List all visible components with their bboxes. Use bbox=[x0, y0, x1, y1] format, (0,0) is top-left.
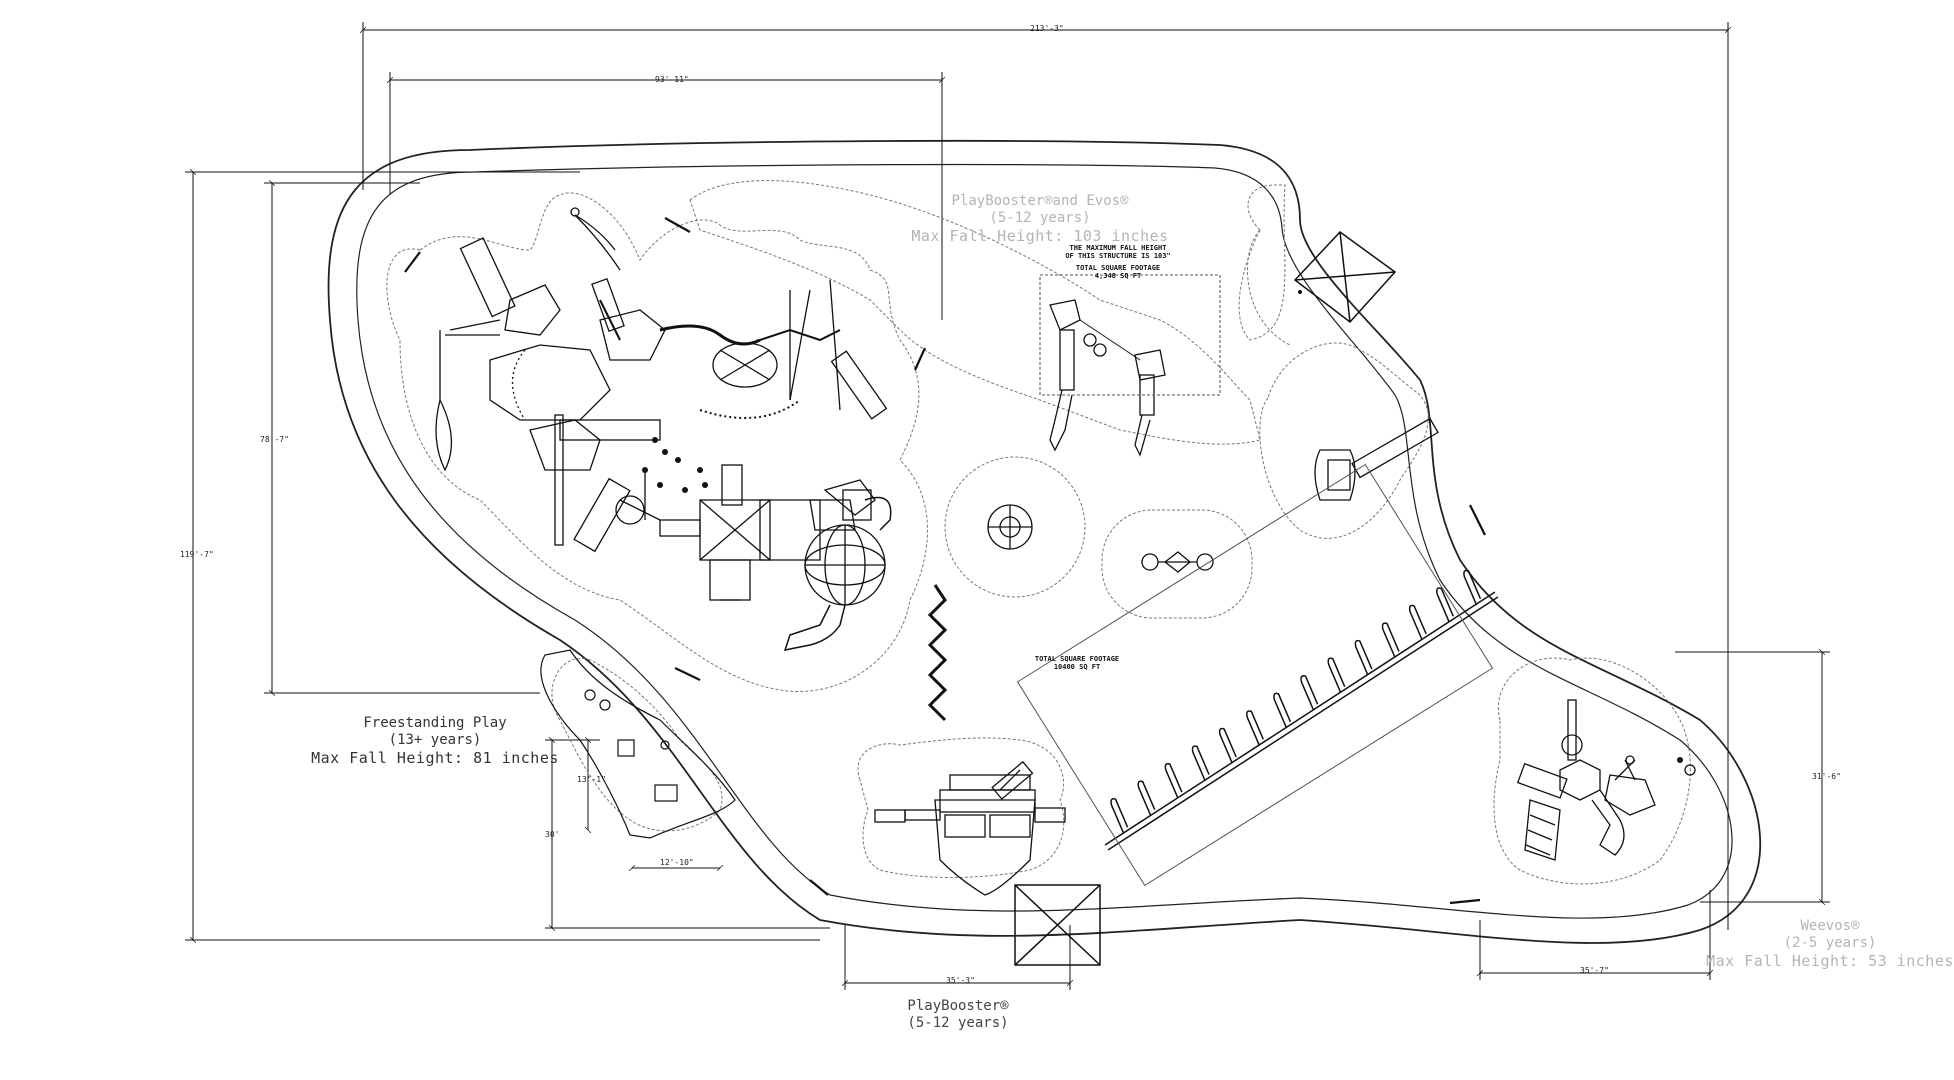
dim-right-height: 31'-6" bbox=[1812, 772, 1841, 781]
note-line: 4,348 SQ FT bbox=[1094, 272, 1142, 281]
zone-label-weevos: Weevos® (2-5 years) Max Fall Height: 53 … bbox=[1706, 918, 1954, 970]
benches bbox=[404, 217, 1486, 905]
zone-label-playbooster: PlayBooster® (5-12 years) bbox=[907, 998, 1008, 1032]
zigzag-panels bbox=[927, 584, 948, 722]
swing-seat bbox=[1300, 675, 1319, 711]
use-zones bbox=[386, 180, 1691, 885]
spinner-and-seesaw bbox=[987, 504, 1214, 573]
zone-name: Weevos® bbox=[1800, 918, 1860, 934]
sqft-top-note: TOTAL SQUARE FOOTAGE 4,348 SQ FT bbox=[1076, 264, 1160, 280]
note-line: 10400 SQ FT bbox=[1053, 663, 1101, 672]
park-boundary bbox=[327, 139, 1761, 944]
zone-name: PlayBooster®and Evos® bbox=[951, 193, 1129, 209]
weevos-structure bbox=[1516, 699, 1696, 861]
dim-overall-width: 213'-3" bbox=[1030, 24, 1064, 33]
zone-ages: (5-12 years) bbox=[907, 1015, 1009, 1032]
swing-seat bbox=[1246, 710, 1264, 746]
swing-seat bbox=[1327, 657, 1346, 693]
freestanding-area bbox=[540, 649, 736, 839]
sqft-main-note: TOTAL SQUARE FOOTAGE 10400 SQ FT bbox=[1035, 655, 1119, 671]
dimension-lines bbox=[185, 22, 1830, 990]
playbooster-evos-structure bbox=[435, 207, 892, 651]
note-line: TOTAL SQUARE FOOTAGE bbox=[1034, 655, 1120, 663]
swing-frames bbox=[1016, 463, 1499, 887]
zone-fall-height: Max Fall Height: 53 inches bbox=[1706, 952, 1954, 971]
top-structure bbox=[1039, 274, 1221, 457]
swing-seat bbox=[1408, 604, 1427, 641]
swing-seat bbox=[1381, 622, 1400, 658]
swing-seat bbox=[1191, 745, 1210, 781]
dim-free-h: 13'-1" bbox=[577, 775, 606, 784]
zone-fall-height: Max Fall Height: 103 inches bbox=[911, 227, 1169, 246]
zone-name: PlayBooster® bbox=[907, 998, 1009, 1014]
zone-ages: (13+ years) bbox=[388, 732, 482, 749]
swing-seat bbox=[1463, 569, 1482, 606]
zone-ages: (2-5 years) bbox=[1783, 935, 1877, 952]
swing-seats bbox=[1110, 569, 1482, 834]
swing-seat bbox=[1273, 692, 1292, 729]
note-line: TOTAL SQUARE FOOTAGE bbox=[1075, 264, 1161, 272]
dim-free-w: 12'-10" bbox=[660, 858, 694, 867]
swing-seat bbox=[1164, 762, 1183, 799]
zone-label-playbooster-evos: PlayBooster®and Evos® (5-12 years) Max F… bbox=[911, 193, 1168, 245]
dim-upper-width: 93'-11" bbox=[655, 75, 689, 84]
max-fall-note: THE MAXIMUM FALL HEIGHT OF THIS STRUCTUR… bbox=[1065, 244, 1170, 260]
swing-seat bbox=[1218, 727, 1237, 764]
zone-name: Freestanding Play bbox=[363, 715, 507, 731]
playbooster-ship bbox=[874, 760, 1066, 896]
dim-overall-height: 119'-7" bbox=[180, 550, 214, 559]
swing-seat bbox=[1354, 639, 1373, 676]
tube-slide-structure bbox=[1314, 417, 1439, 501]
equipment-symbols bbox=[642, 290, 1683, 763]
shade-canopies bbox=[1014, 231, 1397, 966]
note-line: OF THIS STRUCTURE IS 103" bbox=[1065, 252, 1171, 261]
zone-label-freestanding: Freestanding Play (13+ years) Max Fall H… bbox=[311, 715, 559, 767]
dim-bottom-right: 35'-7" bbox=[1580, 966, 1609, 975]
zone-ages: (5-12 years) bbox=[989, 210, 1091, 227]
swing-seat bbox=[1110, 798, 1129, 834]
dim-left-height: 78'-7" bbox=[260, 435, 289, 444]
swing-seat bbox=[1436, 587, 1454, 623]
dim-free-v: 30' bbox=[545, 830, 560, 839]
dim-bottom-mid: 35'-3" bbox=[946, 976, 975, 985]
swing-seat bbox=[1137, 780, 1156, 816]
note-line: THE MAXIMUM FALL HEIGHT bbox=[1069, 244, 1167, 252]
zone-fall-height: Max Fall Height: 81 inches bbox=[311, 749, 559, 768]
